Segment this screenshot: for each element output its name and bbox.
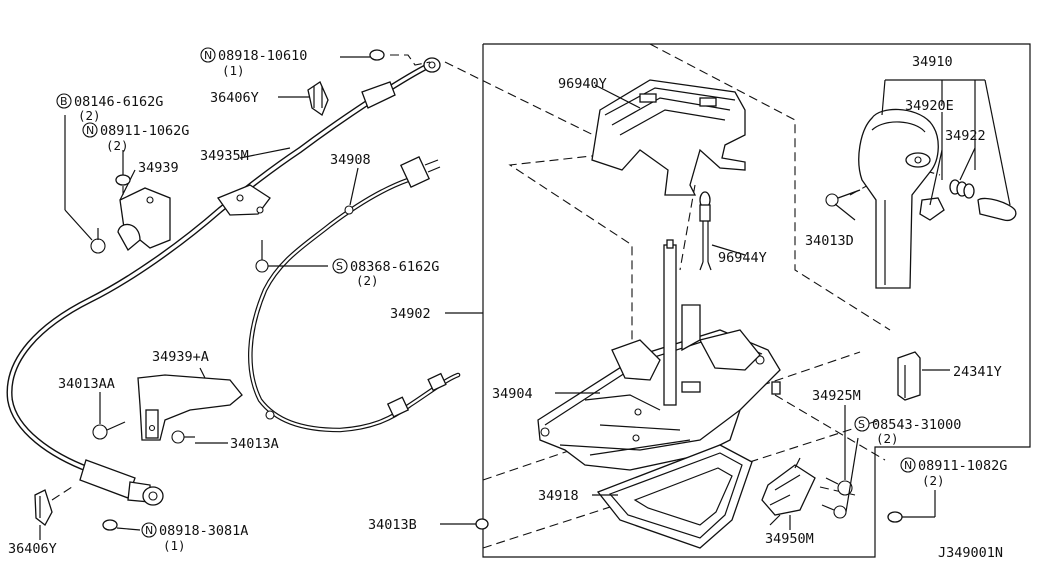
- nut-08911-1062g: [115, 150, 131, 198]
- bolt-08146: [64, 115, 106, 254]
- label-34013b: 34013B: [368, 517, 417, 533]
- bolt-34013a: [171, 430, 228, 444]
- control-cable: [6, 57, 441, 506]
- fastener-qty: (2): [106, 138, 129, 153]
- leader-34939a: [199, 367, 206, 379]
- fastener-code: 08368-6162G: [350, 259, 439, 275]
- fastener-08918-3081a: N 08918-3081A (1): [141, 522, 248, 553]
- shift-lock-switch: [761, 457, 816, 526]
- nut-08918-3081a: [102, 519, 141, 531]
- label-34013a: 34013A: [230, 436, 279, 452]
- n-symbol-icon: [900, 457, 916, 473]
- n-symbol-icon: [141, 522, 157, 538]
- label-34013d: 34013D: [805, 233, 854, 249]
- fastener-08911-1082g: N 08911-1082G (2): [900, 457, 1007, 488]
- shift-lever: [663, 239, 701, 406]
- fastener-code: 08543-31000: [872, 417, 961, 433]
- label-96944y: 96944Y: [718, 250, 767, 266]
- fastener-symbol: N: [145, 524, 153, 537]
- label-34910: 34910: [912, 54, 953, 70]
- connector-24341y: [897, 351, 921, 401]
- label-34902: 34902: [390, 306, 431, 322]
- knob-cap: [977, 197, 1017, 222]
- s-symbol-icon: [854, 416, 870, 432]
- screw-08543: [821, 437, 859, 519]
- fastener-code: 08911-1062G: [100, 123, 189, 139]
- label-34939a: 34939+A: [152, 349, 209, 365]
- bolt-34925m: [825, 405, 853, 496]
- fastener-qty: (1): [163, 538, 186, 553]
- shift-knob: [858, 108, 939, 289]
- n-symbol-icon: [200, 47, 216, 63]
- label-36406y-top: 36406Y: [210, 90, 259, 106]
- label-24341y: 24341Y: [953, 364, 1002, 380]
- fastener-08911-1062g: N 08911-1062G (2): [82, 122, 189, 153]
- s-symbol-icon: [332, 258, 348, 274]
- clip-36406y-top: [307, 81, 329, 117]
- fastener-symbol: N: [86, 124, 94, 137]
- label-34920e: 34920E: [905, 98, 954, 114]
- nut-08911-1082g: [887, 490, 936, 523]
- leader-34935m: [239, 147, 291, 159]
- knob-screw: [825, 189, 861, 207]
- label-36406y-bottom: 36406Y: [8, 541, 57, 557]
- bezel-plate: [596, 444, 753, 549]
- nut-08918-10610: [340, 49, 431, 66]
- nut-34013b: [440, 518, 489, 530]
- leader-96940y: [594, 84, 641, 109]
- n-symbol-icon: [82, 122, 98, 138]
- fastener-08543-31000: S 08543-31000 (2): [854, 416, 961, 446]
- fastener-qty: (1): [222, 63, 245, 78]
- fastener-symbol: B: [60, 95, 68, 108]
- label-34908: 34908: [330, 152, 371, 168]
- callout-34910-bracket: [881, 79, 1011, 206]
- fastener-symbol: S: [336, 260, 343, 273]
- assembly-frame: [445, 43, 1031, 558]
- bolt-34013aa: [92, 392, 126, 440]
- fastener-code: 08146-6162G: [74, 94, 163, 110]
- diagram-code: J349001N: [938, 545, 1003, 561]
- label-34918: 34918: [538, 488, 579, 504]
- knob-button: [919, 197, 945, 221]
- leader-96944y: [711, 244, 746, 256]
- fastener-symbol: N: [904, 459, 912, 472]
- knob-spring: [949, 179, 975, 199]
- indicator-bulb: [699, 191, 712, 271]
- shifter-base: [537, 329, 781, 471]
- bracket-34939: [117, 187, 171, 252]
- label-34013aa: 34013AA: [58, 376, 115, 392]
- fastener-symbol: N: [204, 49, 212, 62]
- fastener-qty: (2): [78, 108, 101, 123]
- label-34935m: 34935M: [200, 148, 249, 164]
- cable-34908: [248, 156, 461, 433]
- label-34939: 34939: [138, 160, 179, 176]
- label-34950m: 34950M: [765, 531, 814, 547]
- fastener-code: 08911-1082G: [918, 458, 1007, 474]
- indicator-panel: [591, 79, 746, 196]
- b-symbol-icon: [56, 93, 72, 109]
- leader-34908: [349, 167, 359, 206]
- screw-08368: [255, 240, 328, 273]
- fastener-qty: (2): [922, 473, 945, 488]
- fastener-08368-6162g: S 08368-6162G (2): [332, 258, 439, 288]
- clip-36406y-bottom: [34, 484, 76, 526]
- label-34904: 34904: [492, 386, 533, 402]
- bracket-34939a: [137, 374, 243, 441]
- fastener-code: 08918-3081A: [159, 523, 248, 539]
- fastener-qty: (2): [876, 431, 899, 446]
- fastener-code: 08918-10610: [218, 48, 307, 64]
- fastener-08918-10610: N 08918-10610 (1): [200, 47, 307, 78]
- leader-34013d: [834, 203, 856, 221]
- fastener-08146-6162g: B 08146-6162G (2): [56, 93, 163, 123]
- fastener-qty: (2): [356, 273, 379, 288]
- label-96940y: 96940Y: [558, 76, 607, 92]
- label-34925m: 34925M: [812, 388, 861, 404]
- fastener-symbol: S: [858, 418, 865, 431]
- label-34922: 34922: [945, 128, 986, 144]
